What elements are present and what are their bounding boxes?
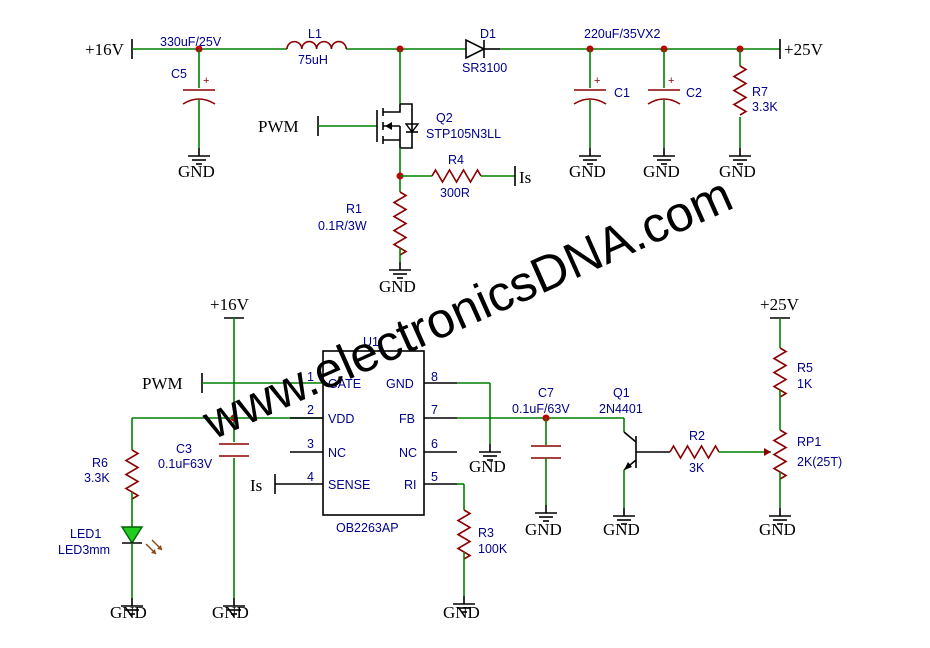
pin-8-num: 8 [431, 370, 438, 384]
svg-text:+: + [668, 75, 674, 87]
capacitor-c7 [531, 445, 561, 459]
inductor-l1 [286, 40, 347, 50]
gnd-label: GND [643, 162, 680, 181]
mosfet-q2 [317, 103, 420, 149]
pin-4-name: SENSE [328, 478, 370, 492]
r4-value: 300R [440, 186, 470, 200]
c1c2-value: 220uF/35VX2 [584, 27, 660, 41]
r6-ref: R6 [92, 456, 108, 470]
r3-ref: R3 [478, 526, 494, 540]
c3-value: 0.1uF63V [158, 457, 213, 471]
c1-ref: C1 [614, 86, 630, 100]
resistor-r7 [732, 65, 748, 116]
led-led1 [120, 526, 163, 555]
svg-text:+: + [203, 75, 209, 87]
r2-ref: R2 [689, 429, 705, 443]
resistor-r3 [456, 509, 472, 560]
u1-part: OB2263AP [336, 521, 399, 535]
r2-value: 3K [689, 461, 705, 475]
gnd-label: GND [719, 162, 756, 181]
net-label-vout-bottom: +25V [760, 295, 800, 314]
pwm-label: PWM [142, 374, 183, 393]
pin-1-num: 1 [307, 370, 314, 384]
capacitor-c3 [219, 443, 249, 457]
rp1-ref: RP1 [797, 435, 821, 449]
c7-ref: C7 [538, 386, 554, 400]
q1-value: 2N4401 [599, 402, 643, 416]
r7-value: 3.3K [752, 100, 778, 114]
rp1-value: 2K(25T) [797, 455, 842, 469]
l1-ref: L1 [308, 27, 322, 41]
r5-value: 1K [797, 377, 813, 391]
pin-3-num: 3 [307, 437, 314, 451]
resistor-r1 [392, 191, 408, 256]
gnd-label: GND [443, 603, 480, 622]
gnd-label: GND [569, 162, 606, 181]
gnd-label: GND [759, 520, 796, 539]
pin-3-name: NC [328, 446, 346, 460]
l1-value: 75uH [298, 53, 328, 67]
boost-stage: +16V +25V + GND 330uF/25V C5 L1 75uH [85, 27, 824, 296]
gnd-label: GND [110, 603, 147, 622]
c5-value: 330uF/25V [160, 35, 222, 49]
gnd-label: GND [212, 603, 249, 622]
is-label: Is [519, 168, 531, 187]
pin-5-num: 5 [431, 470, 438, 484]
gnd-label: GND [379, 277, 416, 296]
q2-ref: Q2 [436, 111, 453, 125]
r4-ref: R4 [448, 153, 464, 167]
d1-value: SR3100 [462, 61, 507, 75]
pin-5-name: RI [404, 478, 417, 492]
pin-4-num: 4 [307, 470, 314, 484]
pin-6-num: 6 [431, 437, 438, 451]
capacitor-c5: + [182, 75, 216, 105]
r3-value: 100K [478, 542, 508, 556]
transistor-q1 [623, 418, 670, 508]
svg-text:+: + [594, 75, 600, 87]
pin-2-num: 2 [307, 403, 314, 417]
potentiometer-rp1 [772, 429, 788, 480]
controller-stage: +16V GND PWM C3 0.1uF63V R6 3.3K [58, 295, 842, 622]
q2-value: STP105N3LL [426, 127, 501, 141]
capacitor-c2: + [647, 75, 681, 105]
r1-ref: R1 [346, 202, 362, 216]
diode-d1 [465, 38, 500, 60]
led1-ref: LED1 [70, 527, 101, 541]
pin-1-name: GATE [328, 377, 361, 391]
pin-8-name: GND [386, 377, 414, 391]
r7-ref: R7 [752, 85, 768, 99]
r5-ref: R5 [797, 361, 813, 375]
resistor-r6 [124, 449, 140, 500]
c2-ref: C2 [686, 86, 702, 100]
c3-ref: C3 [176, 442, 192, 456]
watermark: www.electronicsDNA.com [194, 166, 741, 450]
gnd-label: GND [525, 520, 562, 539]
r1-value: 0.1R/3W [318, 219, 367, 233]
resistor-r5 [772, 347, 788, 398]
net-label-vin: +16V [85, 40, 125, 59]
resistor-r4 [431, 168, 482, 184]
capacitor-c1: + [573, 75, 607, 105]
led1-value: LED3mm [58, 543, 110, 557]
q1-ref: Q1 [613, 386, 630, 400]
pin-2-name: VDD [328, 412, 354, 426]
gnd-label: GND [178, 162, 215, 181]
resistor-r2 [669, 444, 720, 460]
pin-7-num: 7 [431, 403, 438, 417]
c5-ref: C5 [171, 67, 187, 81]
u1-is-label: Is [250, 476, 262, 495]
d1-ref: D1 [480, 27, 496, 41]
net-label-vout: +25V [784, 40, 824, 59]
ic-u1-body [322, 350, 425, 516]
net-label-vin-bottom: +16V [210, 295, 250, 314]
gnd-label: GND [469, 457, 506, 476]
pin-6-name: NC [399, 446, 417, 460]
q2-pwm-label: PWM [258, 117, 299, 136]
u1-ref: U1 [363, 335, 379, 349]
pin-7-name: FB [399, 412, 415, 426]
gnd-label: GND [603, 520, 640, 539]
c7-value: 0.1uF/63V [512, 402, 570, 416]
r6-value: 3.3K [84, 471, 110, 485]
